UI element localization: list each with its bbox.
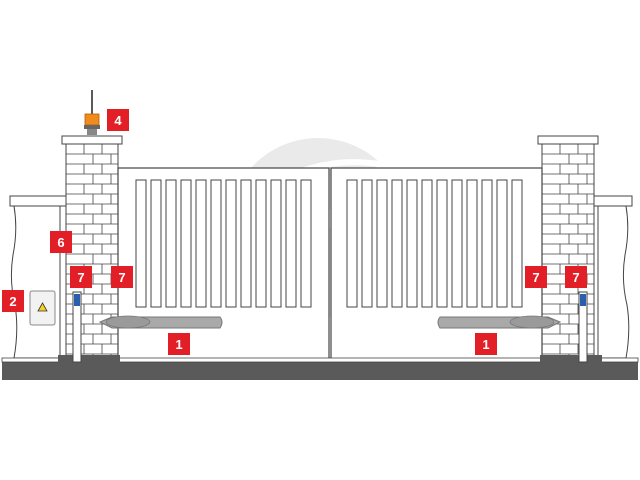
callout-label: 1 — [482, 337, 489, 352]
callout-label: 4 — [114, 113, 122, 128]
callout-label: 7 — [572, 270, 579, 285]
callout-label: 7 — [118, 270, 125, 285]
side-wall-right — [593, 195, 633, 359]
flashing-light-icon — [84, 90, 100, 135]
callout-photocell-post-left: 7 — [70, 266, 92, 288]
callout-actuator-right: 1 — [475, 333, 497, 355]
callout-label: 6 — [57, 235, 64, 250]
callout-label: 7 — [532, 270, 539, 285]
callout-photocell-pillar-left: 7 — [111, 266, 133, 288]
callout-flashing-light: 4 — [107, 109, 129, 131]
callout-markers: 1 1 2 4 6 7 7 7 7 — [2, 109, 587, 355]
pavement-line — [1, 357, 639, 363]
control-box — [29, 290, 56, 326]
side-wall-left — [9, 195, 67, 359]
photocell-post-right — [578, 291, 588, 363]
ground — [2, 362, 638, 380]
gate-leaf-right — [330, 167, 543, 361]
pillar-base-left — [58, 355, 120, 363]
callout-photocell-pillar-right: 7 — [525, 266, 547, 288]
actuator-left — [98, 315, 223, 329]
callout-label: 2 — [9, 294, 16, 309]
pillar-base-right — [540, 355, 602, 363]
callout-label: 7 — [77, 270, 84, 285]
callout-control-box: 2 — [2, 290, 24, 312]
gate-leaf-left — [117, 167, 330, 361]
callout-photocell-post-right: 7 — [565, 266, 587, 288]
photocell-post-left — [72, 291, 82, 363]
actuator-right — [437, 315, 562, 329]
warning-triangle-icon — [37, 302, 48, 312]
callout-label: 1 — [175, 337, 182, 352]
callout-actuator-left: 1 — [168, 333, 190, 355]
callout-antenna: 6 — [50, 231, 72, 253]
